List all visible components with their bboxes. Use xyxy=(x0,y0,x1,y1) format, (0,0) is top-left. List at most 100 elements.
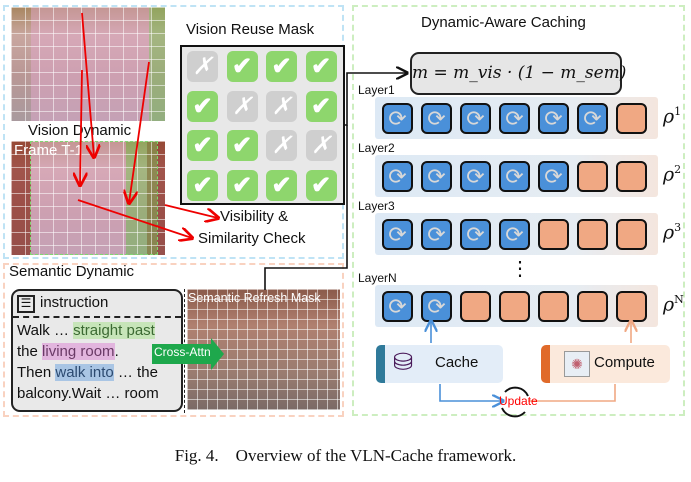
layer-token-row: ⟳ ⟳ ⟳ ⟳ ⟳ ⟳ xyxy=(375,97,658,139)
cached-token-refresh-icon: ⟳ xyxy=(421,103,452,134)
refresh-cycle-icon xyxy=(501,386,529,418)
visibility-check-label: Visibility & xyxy=(220,208,289,225)
check-icon: ✔ xyxy=(226,130,258,161)
compute-token xyxy=(538,219,569,250)
motion-arrow xyxy=(80,69,82,185)
compute-label: Compute xyxy=(594,354,655,371)
cache-label: Cache xyxy=(435,354,479,371)
check-icon: ✔ xyxy=(226,169,258,201)
instruction-text-span: … the xyxy=(113,364,158,381)
rho-superscript: N xyxy=(674,293,684,306)
frame-label: Frame T-1 xyxy=(14,142,83,159)
figure-caption: Fig. 4. Overview of the VLN-Cache framew… xyxy=(174,446,517,465)
instruction-line: balcony.Wait … room xyxy=(17,383,159,404)
compute-token xyxy=(616,219,647,250)
cached-token-refresh-icon: ⟳ xyxy=(577,103,608,134)
layer-label: Layer3 xyxy=(358,199,395,213)
vision-reuse-mask: ✗✔✔✔✔✗✗✔✔✔✗✗✔✔✔✔ xyxy=(180,45,345,205)
cached-token-refresh-icon: ⟳ xyxy=(499,219,530,250)
cached-token-refresh-icon: ⟳ xyxy=(421,219,452,250)
cached-token-refresh-icon: ⟳ xyxy=(421,161,452,192)
rho-superscript: 3 xyxy=(674,221,682,234)
compute-token xyxy=(577,219,608,250)
cache-box: ⛁ Cache xyxy=(376,345,503,383)
brain-chip-icon: ✺ xyxy=(564,351,590,377)
cached-token-refresh-icon: ⟳ xyxy=(382,161,413,192)
ellipsis: ⋮ xyxy=(510,258,530,280)
highlighted-phrase: straight past xyxy=(73,322,155,339)
instruction-text-span: . xyxy=(114,343,119,360)
check-icon: ✔ xyxy=(187,169,218,201)
cached-token-refresh-icon: ⟳ xyxy=(382,219,413,250)
rho-superscript: 1 xyxy=(674,105,682,118)
cross-attn-arrow xyxy=(152,344,212,364)
instruction-text-span: Then xyxy=(17,364,56,381)
layer-token-row: ⟳ ⟳ ⟳ ⟳ ⟳ xyxy=(375,155,658,197)
check-icon: ✔ xyxy=(266,169,297,201)
cross-icon: ✗ xyxy=(187,51,218,82)
cached-token-refresh-icon: ⟳ xyxy=(460,103,491,134)
formula-box: m = m_vis · (1 − m_sem) xyxy=(410,52,626,95)
vision-reuse-mask-title: Vision Reuse Mask xyxy=(186,21,315,38)
cross-icon: ✗ xyxy=(226,90,258,122)
layer-label: LayerN xyxy=(358,271,397,285)
cached-token-refresh-icon: ⟳ xyxy=(538,161,569,192)
compute-token xyxy=(616,103,647,134)
cached-token-refresh-icon: ⟳ xyxy=(499,103,530,134)
list-icon: ☰ xyxy=(17,295,35,313)
check-icon: ✔ xyxy=(305,51,337,82)
instruction-header: instruction xyxy=(40,294,109,311)
compute-token xyxy=(616,161,647,192)
semantic-refresh-mask-label: Semantic Refresh Mask xyxy=(188,291,321,305)
instruction-line: Then walk into … the xyxy=(17,362,158,383)
cached-token-refresh-icon: ⟳ xyxy=(382,291,413,322)
layer-label: Layer2 xyxy=(358,141,395,155)
formula: m = m_vis · (1 − m_sem) xyxy=(412,63,627,83)
check-icon: ✔ xyxy=(226,51,258,82)
similarity-check-label: Similarity Check xyxy=(198,230,306,247)
cached-token-refresh-icon: ⟳ xyxy=(382,103,413,134)
frame-t-1-image xyxy=(11,141,165,255)
check-icon: ✔ xyxy=(187,90,218,122)
compute-token xyxy=(577,161,608,192)
layer-token-row: ⟳ ⟳ ⟳ ⟳ xyxy=(375,213,658,255)
instruction-line: Walk … straight past xyxy=(17,320,155,341)
cached-token-refresh-icon: ⟳ xyxy=(538,103,569,134)
rho-label: ρ3 xyxy=(663,221,682,244)
frame-t-image xyxy=(11,7,165,121)
semantic-dynamic-panel xyxy=(3,263,344,417)
update-label: Update xyxy=(499,394,538,408)
motion-arrow xyxy=(81,12,94,157)
instruction-text-span: the xyxy=(17,343,43,360)
rho-superscript: 2 xyxy=(674,163,682,176)
check-icon: ✔ xyxy=(266,51,297,82)
compute-token xyxy=(499,291,530,322)
cached-token-refresh-icon: ⟳ xyxy=(460,161,491,192)
highlighted-phrase: walk into xyxy=(55,364,114,381)
cached-token-refresh-icon: ⟳ xyxy=(499,161,530,192)
compute-token xyxy=(538,291,569,322)
similarity-arrow xyxy=(77,199,192,238)
rho-label: ρ1 xyxy=(663,105,682,128)
rho-label: ρN xyxy=(663,293,684,316)
rho-label: ρ2 xyxy=(663,163,682,186)
caching-title: Dynamic-Aware Caching xyxy=(421,14,586,31)
layer-label: Layer1 xyxy=(358,83,395,97)
motion-arrow xyxy=(129,61,150,203)
instruction-text-span: Walk … xyxy=(17,322,74,339)
compute-box: ✺ Compute xyxy=(541,345,670,383)
semantic-dynamic-label: Semantic Dynamic xyxy=(9,263,135,280)
cross-icon: ✗ xyxy=(266,90,297,122)
vision-dynamic-label: Vision Dynamic xyxy=(28,122,132,139)
check-icon: ✔ xyxy=(187,130,218,161)
cached-token-refresh-icon: ⟳ xyxy=(460,219,491,250)
instruction-line: the living room. xyxy=(17,341,119,362)
check-icon: ✔ xyxy=(305,169,337,201)
compute-token xyxy=(577,291,608,322)
cross-icon: ✗ xyxy=(266,130,297,161)
instruction-text-span: balcony.Wait … room xyxy=(17,385,159,402)
